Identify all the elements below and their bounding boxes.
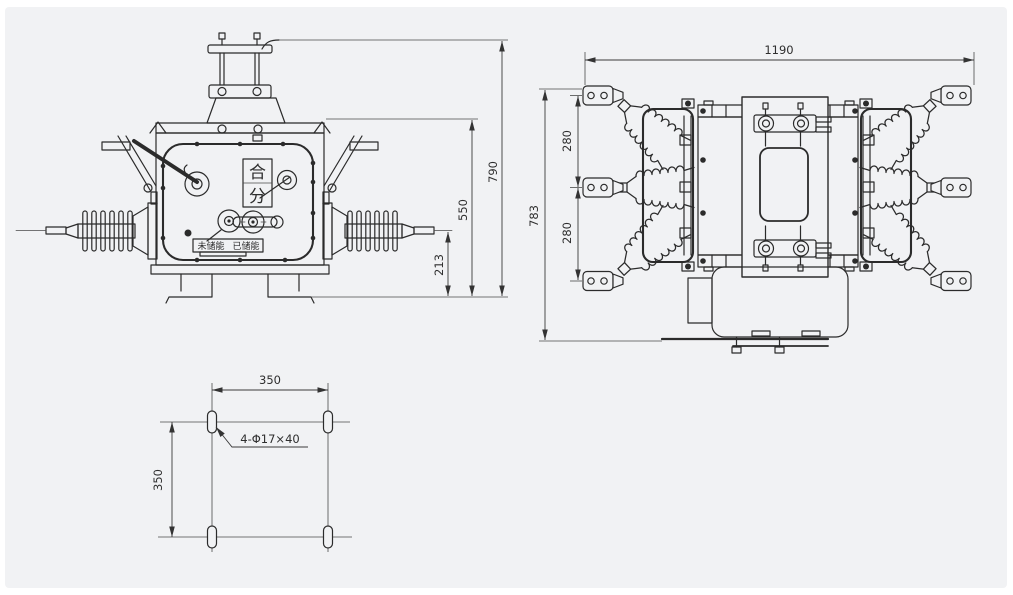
dim-280-top: 280	[560, 130, 574, 152]
mounting-slot	[206, 410, 218, 434]
right-bushing	[322, 202, 453, 260]
open-label: 分	[249, 187, 266, 207]
pole-frame-left	[641, 98, 695, 272]
left-bushing	[15, 202, 158, 260]
insulator-right-middle	[859, 165, 937, 210]
mounting-dimensions: 350 350	[151, 373, 328, 537]
mounting-slot	[322, 410, 334, 434]
dim-280-bottom: 280	[560, 222, 574, 244]
terminal-lug	[930, 270, 972, 292]
pole-frame-right	[859, 98, 913, 272]
front-main-box	[149, 121, 331, 266]
mounting-feet	[150, 264, 330, 304]
terminal-lug	[582, 177, 624, 198]
dim-213: 213	[432, 254, 446, 276]
terminal-lug	[582, 270, 624, 292]
uncharged-text: 未储能	[197, 240, 224, 252]
front-dimensions: 790 550 213	[279, 39, 508, 298]
manual-operation-lever	[101, 135, 210, 197]
close-label: 合	[249, 163, 266, 183]
dim-550: 550	[456, 199, 470, 221]
terminal-lug	[582, 85, 624, 106]
top-view: 1190 783 280 280	[527, 43, 975, 354]
insulator-left-middle	[617, 165, 695, 210]
mechanism-box-top-view	[660, 266, 849, 354]
charge-status-label: 未储能 已储能	[192, 238, 264, 257]
dim-783: 783	[527, 205, 541, 227]
insulator-left-bottom	[605, 203, 692, 289]
charging-linkage	[184, 209, 284, 242]
dim-350-width: 350	[259, 373, 281, 387]
mounting-view: 350 350 4-Φ17×40	[151, 373, 352, 552]
terminal-lug	[930, 177, 972, 198]
plate-bolt-assembly-bottom	[753, 225, 832, 272]
insulator-right-bottom	[862, 203, 949, 289]
mounting-slots	[206, 410, 334, 549]
charged-text: 已储能	[232, 240, 259, 252]
right-support-strut	[323, 135, 379, 193]
panel-bolts	[160, 141, 316, 263]
dim-790: 790	[486, 161, 500, 183]
front-top-bracket	[206, 32, 286, 124]
front-view: 合 分	[15, 32, 508, 304]
plate-bolt-assembly-top	[753, 102, 832, 147]
interrupter-plate	[741, 96, 832, 278]
hole-callout: 4-Φ17×40	[215, 426, 308, 448]
construction-lines	[158, 383, 352, 552]
terminal-lug	[930, 85, 972, 106]
open-close-indicator: 合 分	[242, 158, 298, 208]
dim-1190: 1190	[764, 43, 793, 57]
mounting-slot	[322, 525, 334, 549]
mounting-slot	[206, 525, 218, 549]
hole-callout-text: 4-Φ17×40	[240, 432, 299, 446]
dim-350-height: 350	[151, 469, 165, 491]
top-view-dimensions: 1190 783 280 280	[527, 43, 975, 342]
